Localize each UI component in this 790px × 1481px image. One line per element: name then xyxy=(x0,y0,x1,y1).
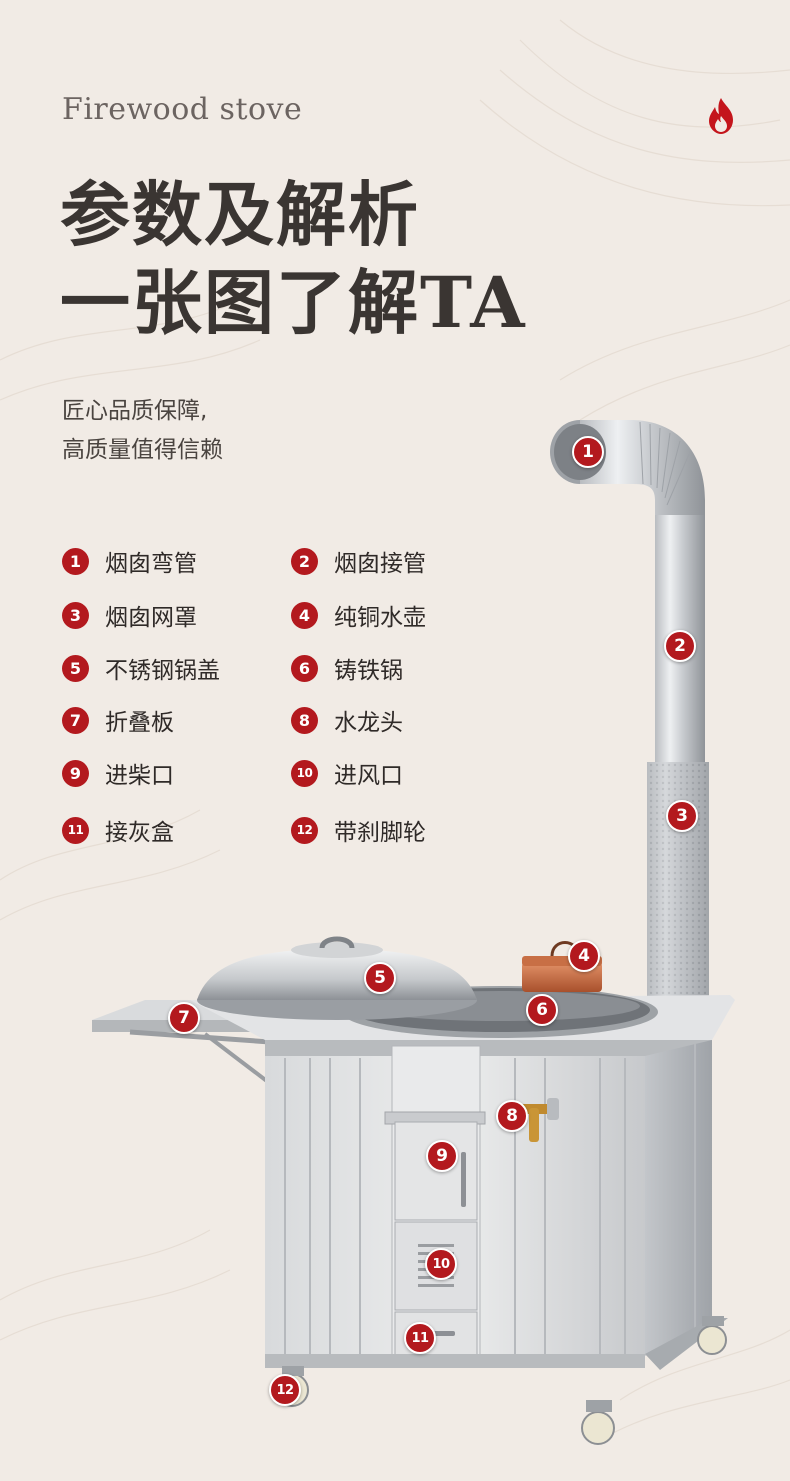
legend-number-badge: 9 xyxy=(62,759,89,787)
legend-label: 折叠板 xyxy=(105,710,174,736)
legend-label: 进风口 xyxy=(334,763,403,789)
callout-marker: 11 xyxy=(404,1322,436,1354)
callout-marker: 10 xyxy=(425,1248,457,1280)
legend-number-badge: 2 xyxy=(291,547,318,575)
legend-item: 8 水龙头 xyxy=(291,704,403,736)
callout-marker: 9 xyxy=(426,1140,458,1172)
legend-item: 7 折叠板 xyxy=(62,704,174,736)
tagline-line1: 匠心品质保障, xyxy=(62,398,208,424)
callout-marker: 1 xyxy=(572,436,604,468)
flame-icon xyxy=(709,98,733,134)
tagline-line2: 高质量值得信赖 xyxy=(62,437,223,463)
legend-label: 铸铁锅 xyxy=(334,658,403,684)
legend-number-badge: 4 xyxy=(291,601,318,629)
legend-number-badge: 12 xyxy=(291,816,318,844)
legend-label: 纯铜水壶 xyxy=(334,605,426,631)
page-title-line2: 一张图了解TA xyxy=(60,261,527,344)
legend-item: 12 带刹脚轮 xyxy=(291,814,426,846)
legend-label: 烟囱弯管 xyxy=(105,551,197,577)
callout-marker: 5 xyxy=(364,962,396,994)
subtitle-english: Firewood stove xyxy=(62,92,303,127)
page-title-line1: 参数及解析 xyxy=(60,173,420,256)
legend-label: 烟囱网罩 xyxy=(105,605,197,631)
callout-marker: 8 xyxy=(496,1100,528,1132)
legend-item: 2 烟囱接管 xyxy=(291,545,426,577)
legend-item: 5 不锈钢锅盖 xyxy=(62,652,220,684)
legend-item: 10 进风口 xyxy=(291,757,403,789)
legend-number-badge: 8 xyxy=(291,706,318,734)
legend-item: 9 进柴口 xyxy=(62,757,174,789)
callout-marker: 2 xyxy=(664,630,696,662)
legend-item: 1 烟囱弯管 xyxy=(62,545,197,577)
legend-label: 带刹脚轮 xyxy=(334,820,426,846)
callout-marker: 7 xyxy=(168,1002,200,1034)
legend-label: 不锈钢锅盖 xyxy=(105,658,220,684)
legend-number-badge: 10 xyxy=(291,759,318,787)
legend-item: 6 铸铁锅 xyxy=(291,652,403,684)
callout-marker: 4 xyxy=(568,940,600,972)
legend-number-badge: 3 xyxy=(62,601,89,629)
parts-legend: 1 烟囱弯管 2 烟囱接管 3 烟囱网罩 4 纯铜水壶 5 不锈钢锅盖 6 铸铁… xyxy=(62,545,482,846)
legend-number-badge: 5 xyxy=(62,654,89,682)
legend-number-badge: 1 xyxy=(62,547,89,575)
legend-label: 水龙头 xyxy=(334,710,403,736)
legend-number-badge: 7 xyxy=(62,706,89,734)
legend-label: 进柴口 xyxy=(105,763,174,789)
legend-number-badge: 6 xyxy=(291,654,318,682)
legend-item: 11 接灰盒 xyxy=(62,814,174,846)
legend-item: 4 纯铜水壶 xyxy=(291,599,426,631)
callout-marker: 3 xyxy=(666,800,698,832)
legend-label: 烟囱接管 xyxy=(334,551,426,577)
callout-marker: 12 xyxy=(269,1374,301,1406)
callout-marker: 6 xyxy=(526,994,558,1026)
legend-label: 接灰盒 xyxy=(105,820,174,846)
legend-number-badge: 11 xyxy=(62,816,89,844)
legend-item: 3 烟囱网罩 xyxy=(62,599,197,631)
